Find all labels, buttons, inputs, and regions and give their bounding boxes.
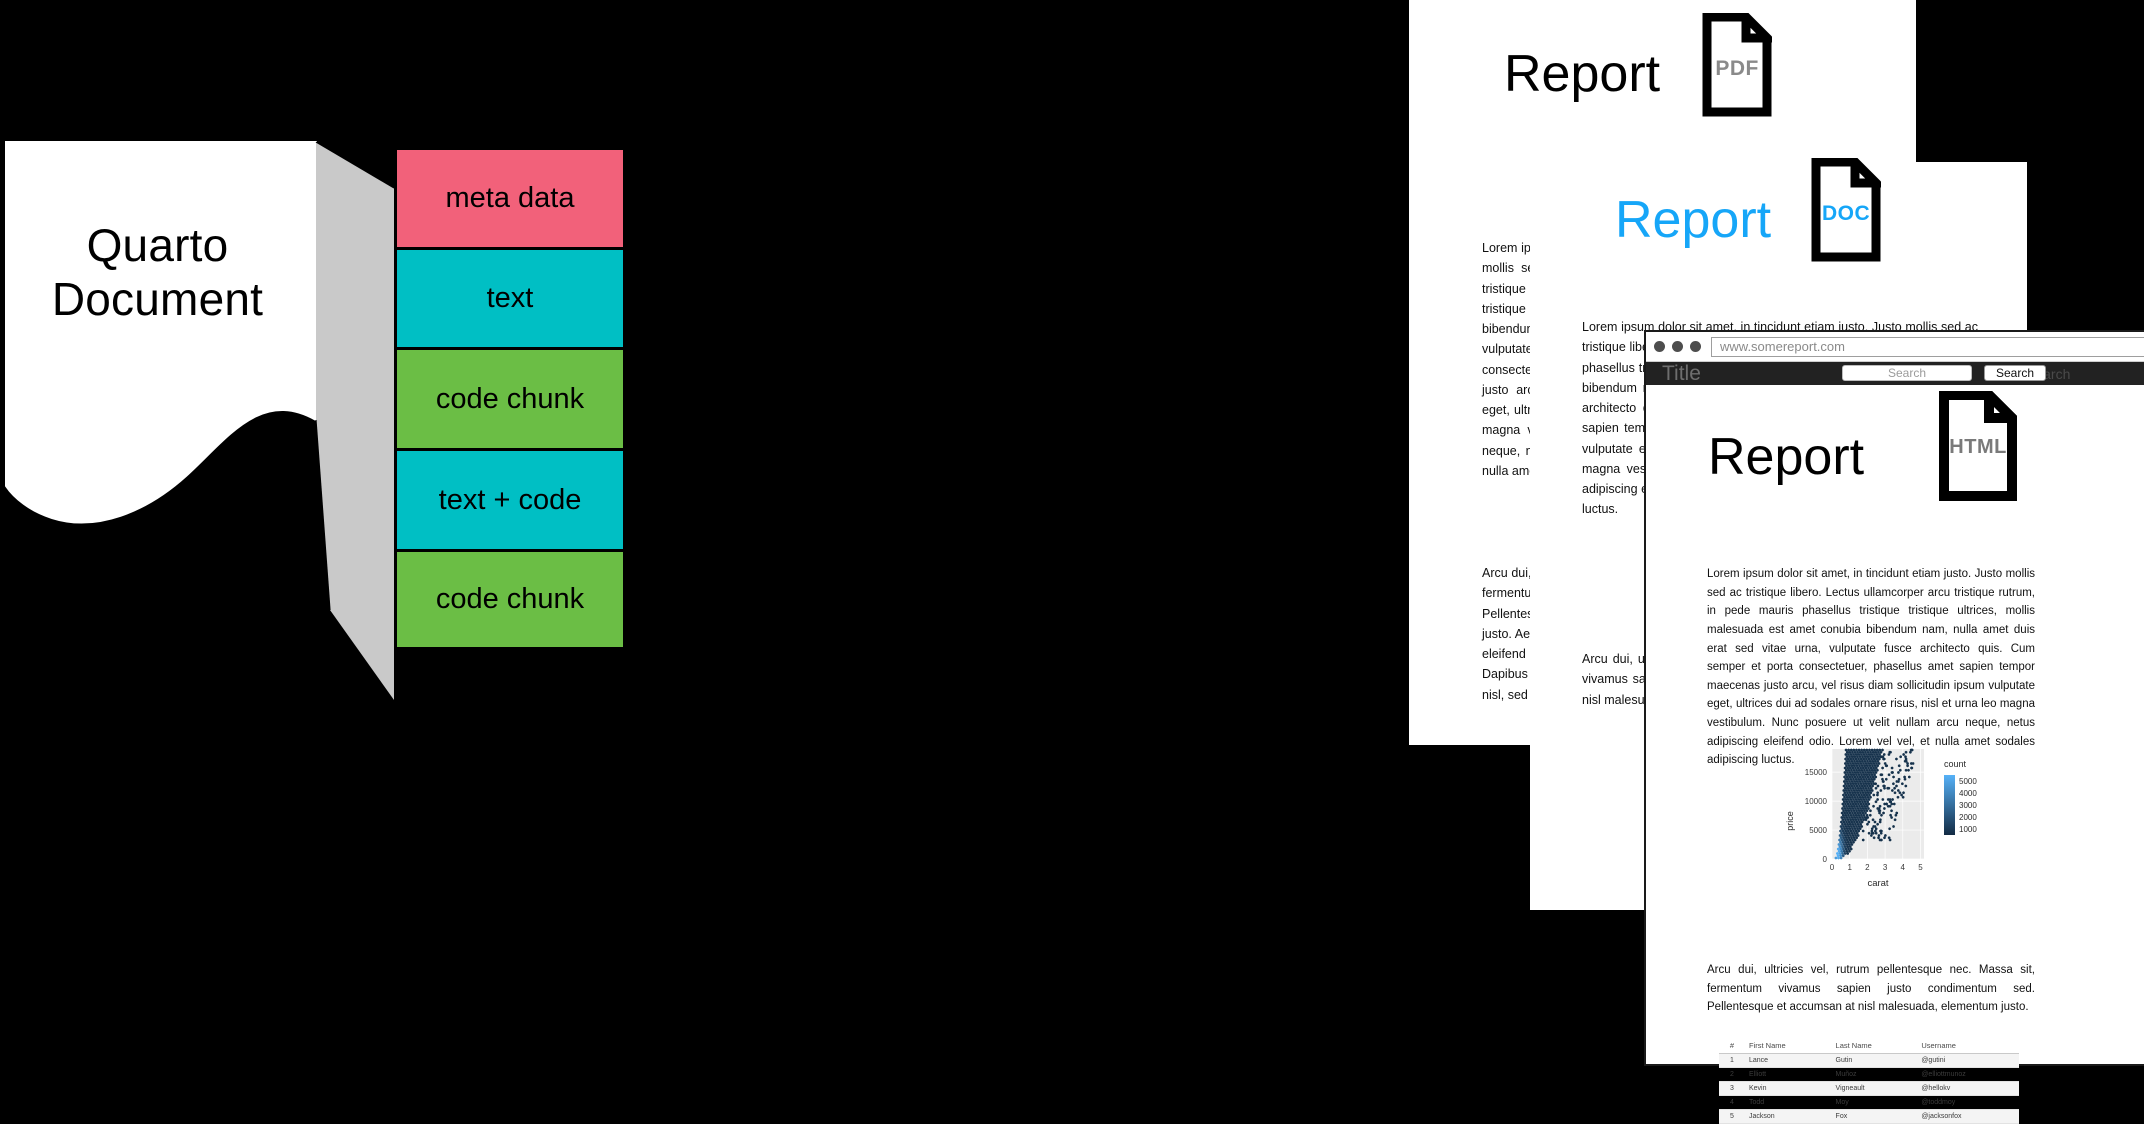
chart-xlabel: carat [1867,878,1888,889]
table-cell: @toddmoy [1917,1096,2019,1110]
table-cell: Kevin [1745,1082,1832,1096]
structure-block-text-code: text + code [394,448,626,549]
table-body: 1LanceGutin@gutini2ElliottMuñoz@elliottm… [1719,1054,2019,1124]
table-cell: Muñoz [1832,1068,1918,1082]
chart-xtick: 5 [1918,863,1923,872]
browser-chrome: www.somereport.com [1646,332,2144,362]
table-cell: Vigneault [1832,1082,1918,1096]
table-cell: Fox [1832,1110,1918,1124]
quarto-source-document: Quarto Document meta data text code chunk t… [0,140,640,700]
table-row: 4ToddMoy@toddmoy [1719,1096,2019,1110]
paper-page [6,142,316,522]
maximize-icon[interactable] [1690,341,1701,352]
table-header-cell: Username [1917,1038,2019,1054]
table-header-cell: Last Name [1832,1038,1918,1054]
document-structure-blocks: meta data text code chunk text + code code c… [394,147,626,650]
table-cell: Gutin [1832,1054,1918,1068]
chart-xtick: 2 [1865,863,1870,872]
chart-xtick: 3 [1883,863,1888,872]
chart-ytick: 15000 [1805,768,1828,777]
people-table: #First NameLast NameUsername 1LanceGutin… [1719,1038,2019,1124]
structure-block-code-chunk: code chunk [394,549,626,650]
structure-block-label: code chunk [436,583,584,616]
chart-legend-tick: 5000 [1959,777,1977,786]
chart-legend-tick: 3000 [1959,801,1977,810]
pdf-badge-label: PDF [1702,57,1772,81]
search-input[interactable]: Search [1842,365,1972,381]
table-cell: 1 [1719,1054,1745,1068]
chart-xtick: 0 [1830,863,1835,872]
chart-legend-tick: 1000 [1959,825,1977,834]
table-header-cell: First Name [1745,1038,1832,1054]
table-cell: @gutini [1917,1054,2019,1068]
chart-ytick: 5000 [1809,826,1827,835]
table-cell: @elliottmunoz [1917,1068,2019,1082]
table-cell: Lance [1745,1054,1832,1068]
structure-block-label: meta data [446,182,575,215]
structure-block-label: text + code [439,484,582,517]
structure-block-text: text [394,247,626,347]
table-cell: @hellokv [1917,1082,2019,1096]
chart-ytick: 10000 [1805,797,1828,806]
html-file-icon: HTML [1939,391,2017,501]
html-output-browser-window[interactable]: www.somereport.com Title Search Search S… [1644,330,2144,1066]
chart-legend-tick: 2000 [1959,813,1977,822]
carat-price-hexbin-chart: price 0 5000 10000 15000 0 1 2 3 4 5 carat count [1782,743,2012,898]
url-input[interactable]: www.somereport.com [1711,337,2144,357]
chart-xtick: 1 [1847,863,1852,872]
html-paragraph-1: Lorem ipsum dolor sit amet, in tincidunt… [1707,565,2035,770]
table-cell: 3 [1719,1082,1745,1096]
chart-ylabel: price [1785,811,1795,831]
minimize-icon[interactable] [1672,341,1683,352]
table-cell: Elliott [1745,1068,1832,1082]
people-table-wrap: #First NameLast NameUsername 1LanceGutin… [1719,1038,2019,1124]
html-badge-label: HTML [1939,436,2017,459]
table-cell: @jacksonfox [1917,1110,2019,1124]
structure-block-code-chunk: code chunk [394,347,626,448]
table-header-row: #First NameLast NameUsername [1719,1038,2019,1054]
search-button[interactable]: Search [1984,365,2046,381]
document-spine [316,142,394,700]
table-cell: 2 [1719,1068,1745,1082]
table-cell: 5 [1719,1110,1745,1124]
page-title: Quarto Document [0,218,315,327]
table-cell: Jackson [1745,1110,1832,1124]
chart-legend-title: count [1944,759,1967,769]
chart-legend-gradient [1944,775,1955,835]
html-heading: Report [1708,427,1864,487]
site-title: Title [1662,363,1701,384]
page-title-line-1: Quarto [0,218,315,272]
table-header-cell: # [1719,1038,1745,1054]
pdf-heading: Report [1504,44,1660,104]
doc-heading: Report [1615,190,1771,250]
html-paragraph-2: Arcu dui, ultricies vel, rutrum pellente… [1707,961,2035,1017]
chart-ytick: 0 [1823,855,1828,864]
pdf-file-icon: PDF [1702,13,1772,117]
table-cell: Todd [1745,1096,1832,1110]
chart-legend-tick: 4000 [1959,789,1977,798]
table-cell: 4 [1719,1096,1745,1110]
window-controls[interactable] [1654,341,1701,352]
table-row: 5JacksonFox@jacksonfox [1719,1110,2019,1124]
chart-xtick: 4 [1901,863,1906,872]
table-row: 2ElliottMuñoz@elliottmunoz [1719,1068,2019,1082]
table-cell: Moy [1832,1096,1918,1110]
canvas: Quarto Document meta data text code chunk t… [0,0,2144,1064]
structure-block-label: text [487,282,534,315]
doc-badge-label: DOC [1811,202,1881,226]
site-navbar: Title Search Search Search [1646,362,2144,385]
page-title-line-2: Document [0,272,315,326]
doc-file-icon: DOC [1811,158,1881,262]
close-icon[interactable] [1654,341,1665,352]
table-row: 3KevinVigneault@hellokv [1719,1082,2019,1096]
structure-block-meta-data: meta data [394,147,626,247]
structure-block-label: code chunk [436,383,584,416]
table-row: 1LanceGutin@gutini [1719,1054,2019,1068]
